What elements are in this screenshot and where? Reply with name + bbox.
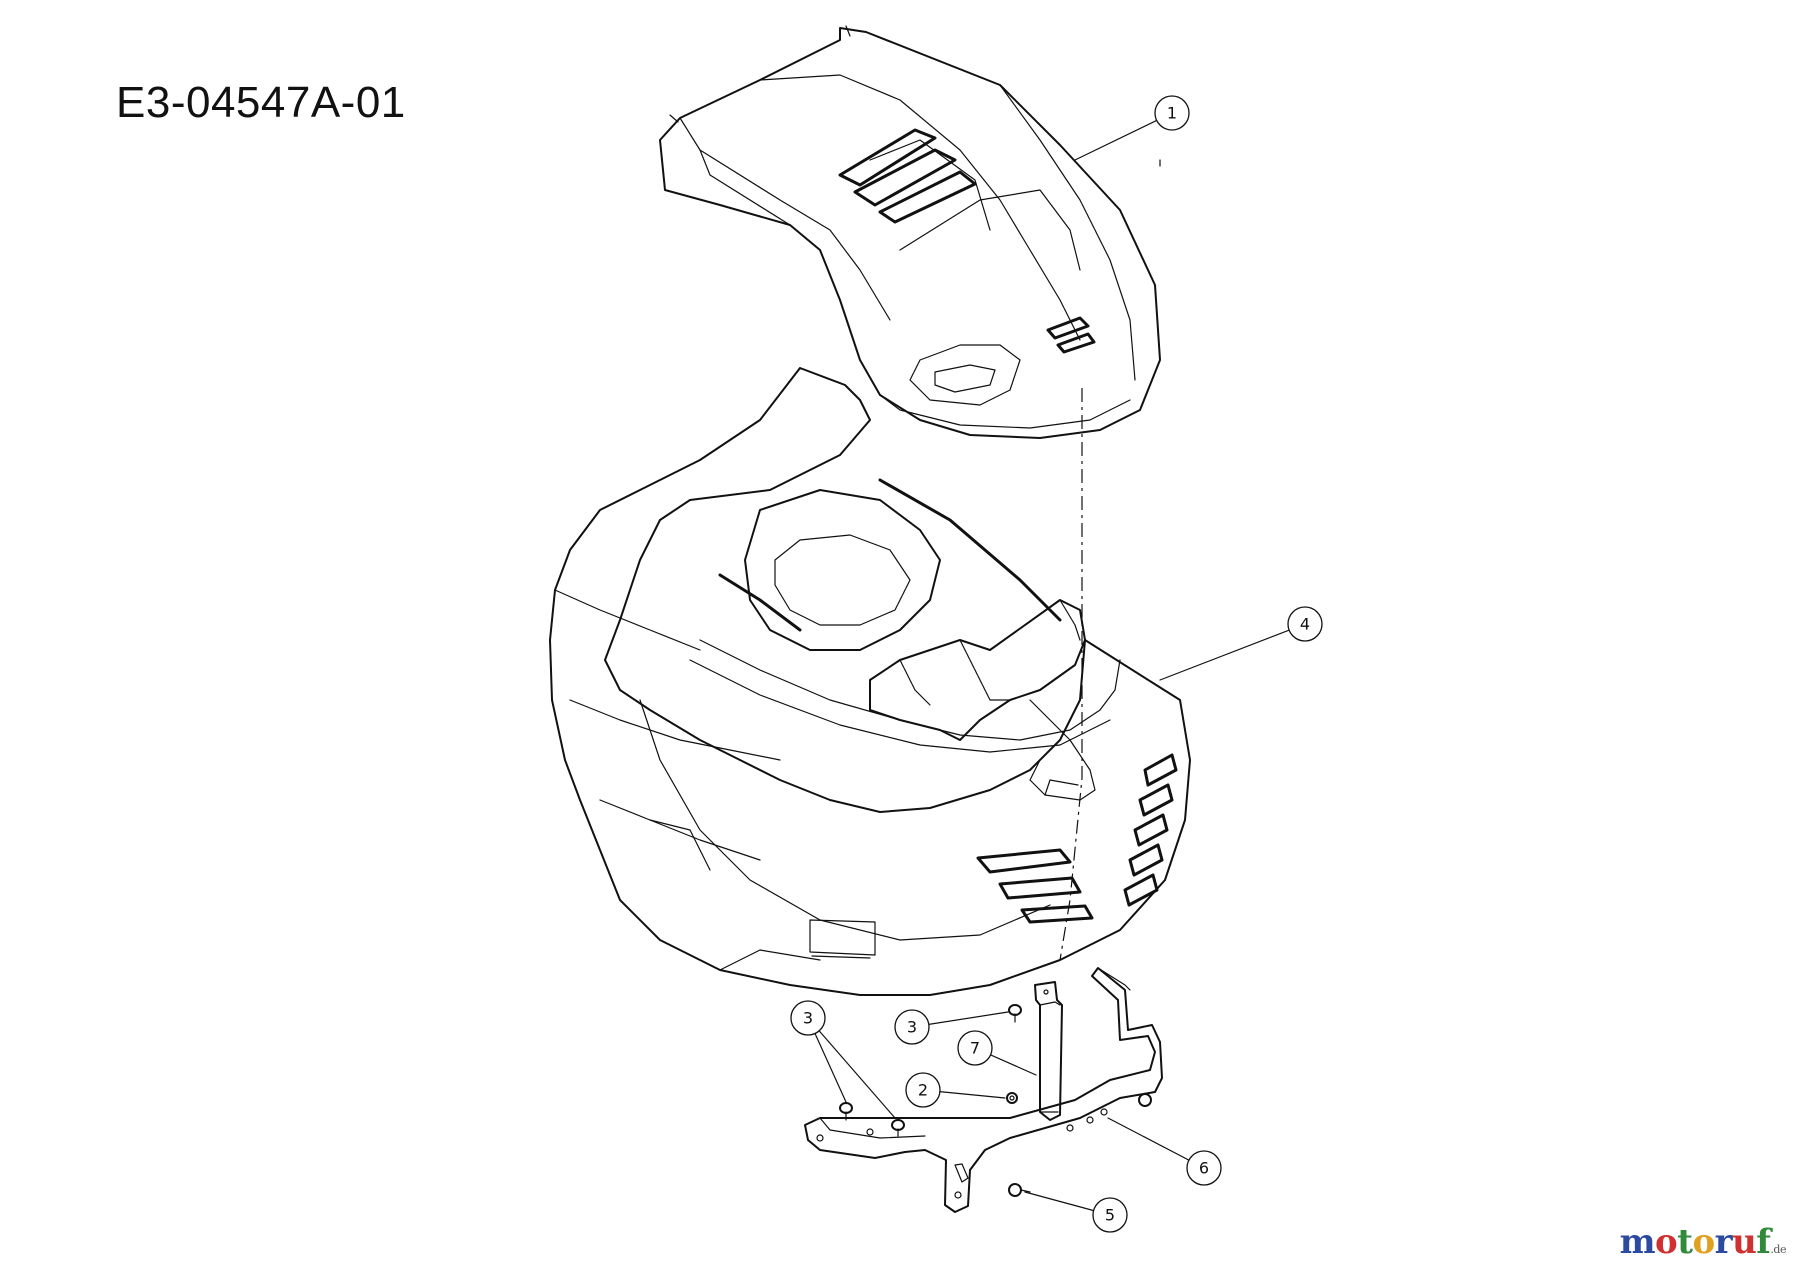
watermark-letter: u [1732, 1222, 1757, 1262]
callout-2: 2 [905, 1072, 1006, 1108]
watermark-suffix: .de [1770, 1243, 1786, 1256]
part-4-hood [549, 367, 1191, 996]
part-3-screw-b [891, 1119, 905, 1137]
svg-text:7: 7 [970, 1039, 980, 1058]
part-5-bolt [1008, 1093, 1152, 1197]
part-3-screw-a [839, 1102, 853, 1121]
svg-text:3: 3 [803, 1009, 813, 1028]
watermark-letter: t [1677, 1222, 1693, 1262]
callout-3-right: 3 [894, 1009, 1009, 1045]
watermark-letter: r [1714, 1222, 1733, 1262]
svg-text:6: 6 [1199, 1159, 1209, 1178]
watermark-letter: o [1655, 1222, 1678, 1262]
callout-5: 5 [1024, 1191, 1128, 1233]
watermark-brand: motoruf [1620, 1222, 1771, 1262]
part-6-mount-bracket [804, 967, 1163, 1213]
part-1-dash-cover [659, 25, 1161, 439]
callout-3-left: 3 [790, 1000, 896, 1119]
part-7-bracket [1034, 981, 1063, 1121]
svg-text:3: 3 [907, 1018, 917, 1037]
watermark-letter: m [1619, 1222, 1656, 1262]
svg-text:2: 2 [918, 1081, 928, 1100]
alignment-line [1059, 388, 1083, 961]
watermark-letter: o [1692, 1222, 1715, 1262]
drawing-reference: E3-04547A-01 [116, 78, 406, 127]
svg-text:5: 5 [1105, 1206, 1115, 1225]
watermark-logo: motoruf.de [1620, 1222, 1787, 1262]
part-2-nut [1006, 1092, 1018, 1104]
callout-4: 4 [1159, 606, 1323, 681]
svg-text:4: 4 [1300, 615, 1310, 634]
watermark-letter: f [1756, 1222, 1771, 1262]
svg-text:1: 1 [1167, 104, 1177, 123]
callout-1: 1 [1074, 95, 1190, 167]
callout-6: 6 [1107, 1117, 1222, 1186]
callout-7: 7 [957, 1030, 1037, 1076]
part-3-screw-c [1008, 1004, 1022, 1023]
